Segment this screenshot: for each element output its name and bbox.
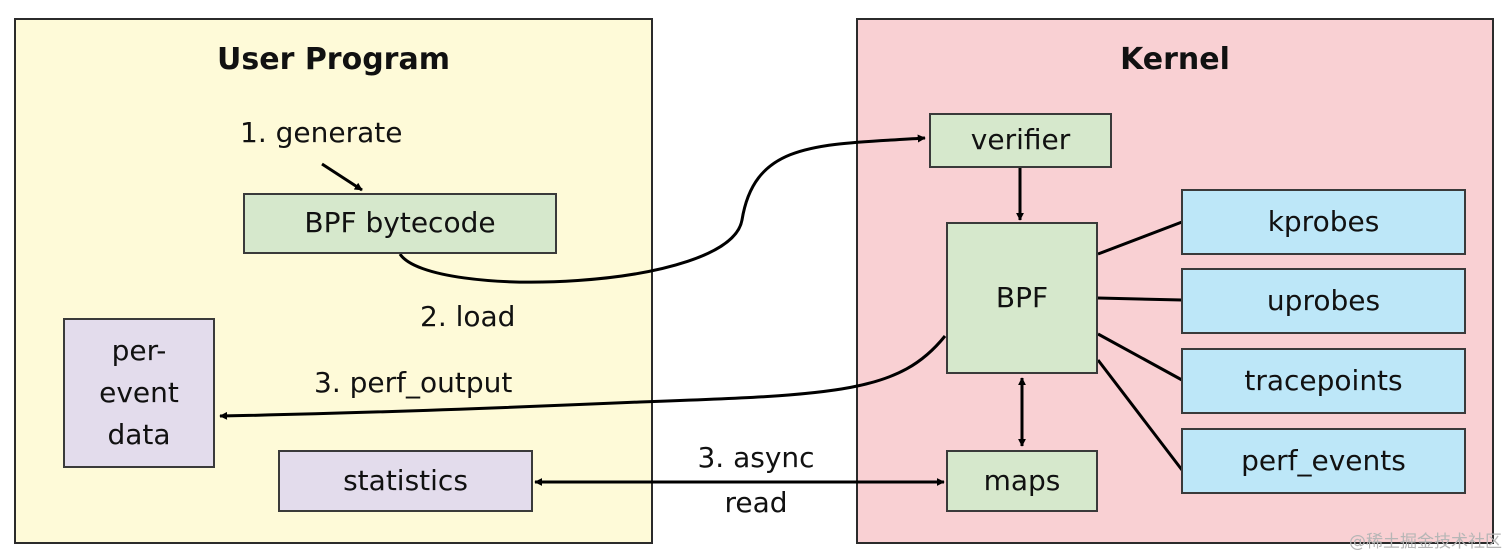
verifier-label: verifier (970, 123, 1071, 157)
perf-events-label: perf_events (1241, 443, 1406, 477)
verifier-box: verifier (929, 113, 1112, 168)
per-event-data-label: per- event data (99, 334, 179, 451)
kprobes-label: kprobes (1267, 204, 1380, 238)
load-arrow (398, 134, 926, 284)
bpf-label: BPF (995, 280, 1049, 314)
statistics-box: statistics (278, 450, 533, 512)
async-read-label: 3. async read (697, 441, 815, 519)
bpf-tracepoints-line (1097, 332, 1183, 382)
load-label: 2. load (420, 300, 516, 333)
user-program-title: User Program (217, 42, 450, 77)
uprobes-box: uprobes (1181, 268, 1466, 334)
bpf-uprobes-line (1097, 296, 1183, 302)
tracepoints-label: tracepoints (1244, 363, 1403, 397)
per-event-data-box: per- event data (63, 318, 215, 468)
maps-box: maps (946, 450, 1098, 512)
uprobes-label: uprobes (1266, 283, 1381, 317)
bpf-bytecode-label: BPF bytecode (304, 206, 496, 240)
bpf-bytecode-box: BPF bytecode (243, 193, 557, 254)
bpf-box: BPF (946, 222, 1098, 374)
generate-label: 1. generate (240, 116, 403, 149)
generate-arrow (321, 162, 363, 192)
bpf-kprobes-line (1097, 220, 1183, 256)
statistics-label: statistics (343, 463, 468, 497)
perf-output-arrow (219, 335, 947, 420)
perf-events-box: perf_events (1181, 428, 1466, 494)
bpf-perf-events-line (1096, 359, 1184, 471)
kernel-title: Kernel (1120, 42, 1230, 77)
tracepoints-box: tracepoints (1181, 348, 1466, 414)
maps-label: maps (983, 463, 1061, 497)
kprobes-box: kprobes (1181, 189, 1466, 255)
watermark: @稀土掘金技术社区 (1349, 532, 1502, 552)
perf-output-label: 3. perf_output (314, 366, 513, 399)
